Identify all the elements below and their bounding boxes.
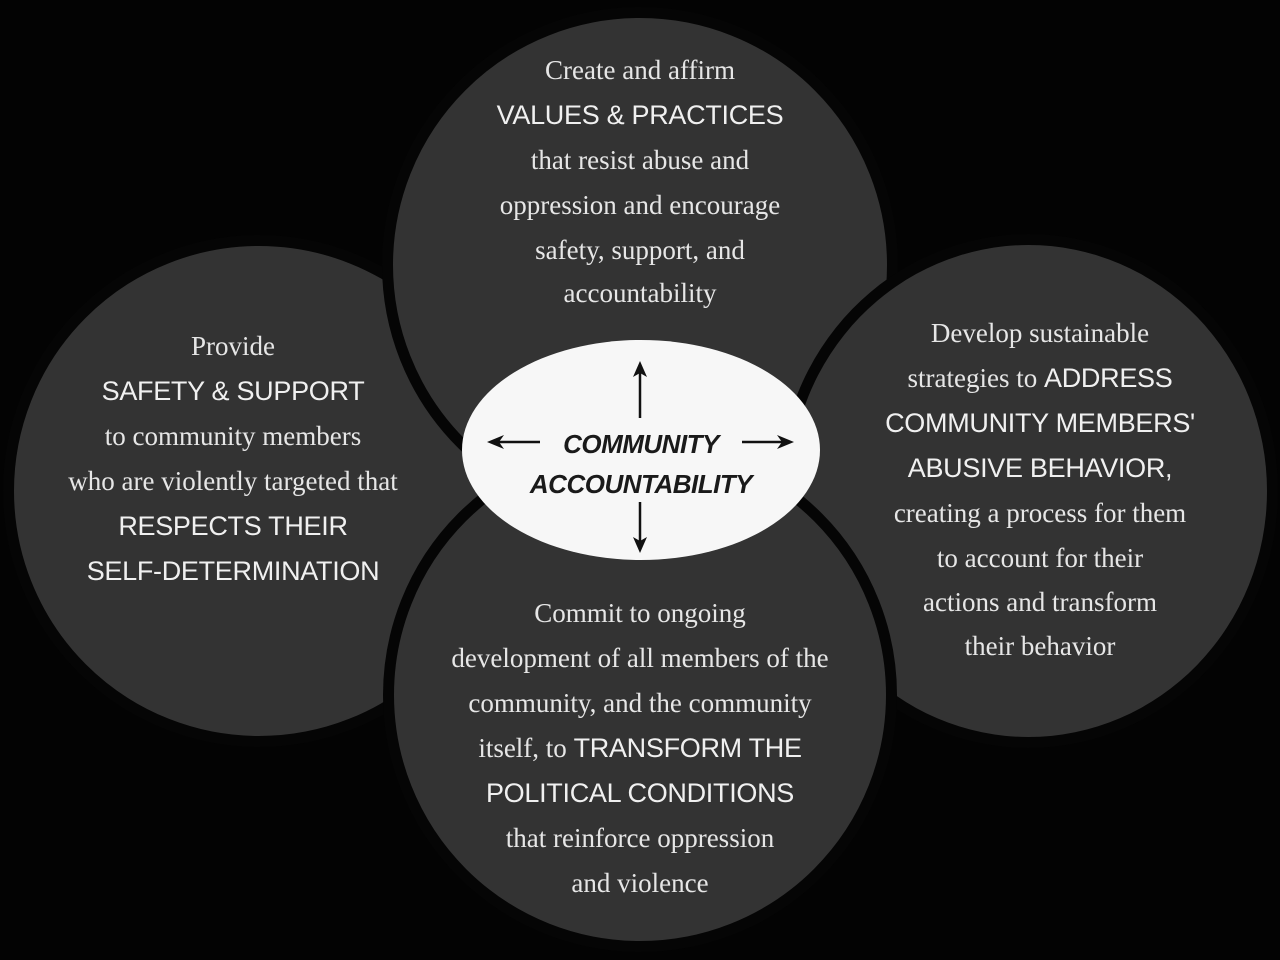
text-line-emphasis: ABUSIVE BEHAVIOR, — [907, 453, 1173, 483]
text-transform-conditions: Commit to ongoing development of all mem… — [400, 591, 880, 906]
text-line-emphasis: RESPECTS THEIR — [118, 511, 348, 541]
text-line: to community members — [104, 421, 362, 451]
text-line-emphasis: COMMUNITY MEMBERS' — [885, 408, 1195, 438]
text-line-mixed: strategies to ADDRESS — [840, 356, 1240, 401]
circle-transform-conditions — [383, 438, 897, 952]
text-line: accountability — [563, 278, 717, 308]
text-address-behavior: Develop sustainable strategies to ADDRES… — [840, 311, 1240, 668]
center-title-line-1: COMMUNITY — [563, 429, 719, 459]
text-line-emphasis: VALUES & PRACTICES — [496, 100, 784, 130]
text-line: who are violently targeted that — [68, 466, 398, 496]
text-line: that reinforce oppression — [505, 823, 775, 853]
text-line-emphasis: SAFETY & SUPPORT — [101, 376, 365, 406]
text-line: Create and affirm — [545, 55, 735, 85]
text-emphasis: TRANSFORM THE — [573, 733, 802, 763]
text-prefix: itself, to — [478, 733, 574, 763]
text-line: Commit to ongoing — [534, 598, 746, 628]
text-line: and violence — [571, 868, 709, 898]
text-line: to account for their — [936, 543, 1144, 573]
text-line: actions and transform — [923, 587, 1157, 617]
center-title: COMMUNITY ACCOUNTABILITY — [462, 424, 820, 504]
text-prefix: strategies to — [907, 363, 1045, 393]
text-line: safety, support, and — [535, 235, 745, 265]
text-line-emphasis: SELF-DETERMINATION — [86, 556, 380, 586]
text-line-emphasis: POLITICAL CONDITIONS — [485, 778, 795, 808]
text-line: oppression and encourage — [499, 190, 781, 220]
text-line: creating a process for them — [893, 498, 1187, 528]
text-line: development of all members of the — [451, 643, 829, 673]
text-line: Provide — [191, 331, 275, 361]
text-emphasis: ADDRESS — [1044, 363, 1173, 393]
center-title-line-2: ACCOUNTABILITY — [529, 469, 753, 499]
text-line: community, and the community — [468, 688, 812, 718]
text-line-mixed: itself, to TRANSFORM THE — [400, 726, 880, 771]
text-line: Develop sustainable — [930, 318, 1150, 348]
text-values-practices: Create and affirm VALUES & PRACTICES tha… — [440, 48, 840, 313]
text-line: their behavior — [964, 631, 1116, 661]
text-line: that resist abuse and — [530, 145, 750, 175]
text-safety-support: Provide SAFETY & SUPPORT to community me… — [23, 324, 443, 594]
